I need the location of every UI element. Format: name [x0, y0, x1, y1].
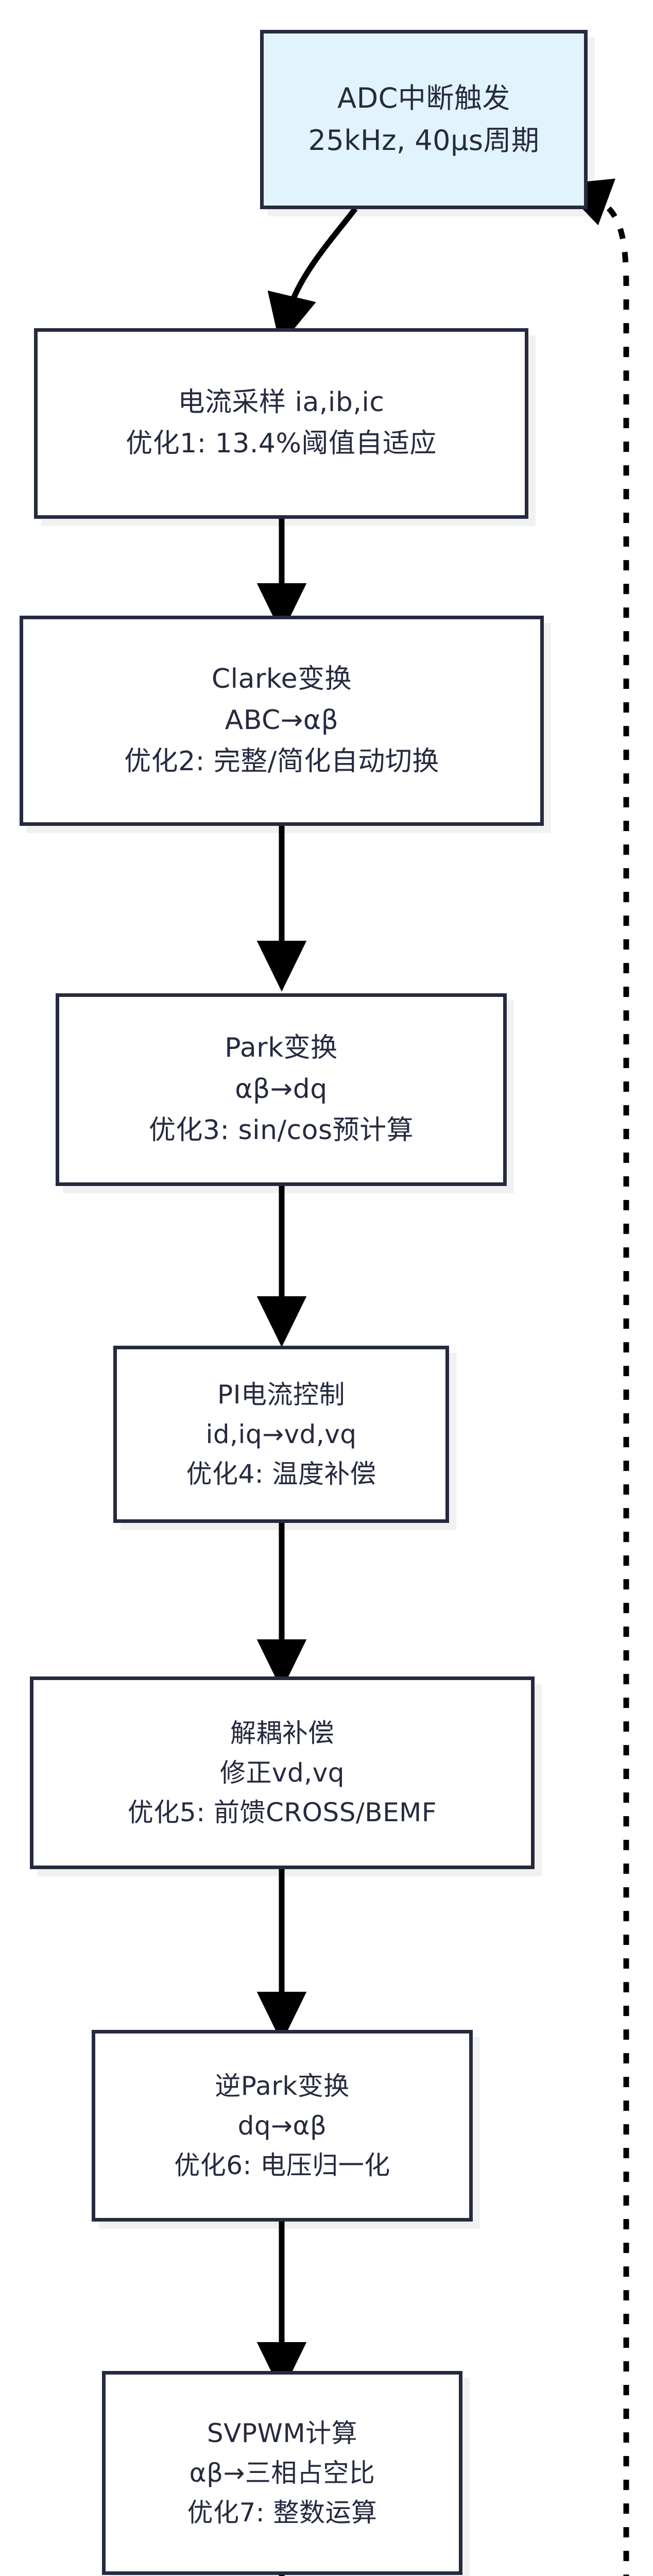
node-line: 逆Park变换 [215, 2071, 350, 2101]
node-svpwm-calculation[interactable]: SVPWM计算 αβ→三相占空比 优化7: 整数运算 [102, 2371, 462, 2575]
node-line: ABC→αβ [225, 705, 339, 736]
node-line: 优化6: 电压归一化 [174, 2150, 390, 2180]
edge-adc-to-sampling [267, 207, 358, 346]
node-line: 解耦补偿 [230, 1718, 334, 1748]
node-line: Park变换 [225, 1032, 338, 1064]
node-line: 电流采样 ia,ib,ic [178, 387, 385, 418]
node-line: 25kHz, 40μs周期 [308, 124, 540, 157]
node-line: αβ→三相占空比 [189, 2458, 375, 2488]
node-line: 优化3: sin/cos预计算 [148, 1114, 414, 1146]
node-line: id,iq→vd,vq [205, 1419, 357, 1449]
node-line: αβ→dq [235, 1074, 328, 1105]
node-decoupling-compensation[interactable]: 解耦补偿 修正vd,vq 优化5: 前馈CROSS/BEMF [30, 1676, 535, 1869]
node-line: 优化4: 温度补偿 [186, 1459, 376, 1489]
node-line: dq→αβ [237, 2110, 327, 2141]
node-line: 修正vd,vq [219, 1757, 345, 1788]
node-line: 优化2: 完整/简化自动切换 [124, 745, 439, 777]
node-line: ADC中断触发 [337, 81, 510, 114]
node-line: 优化5: 前馈CROSS/BEMF [127, 1797, 437, 1827]
node-adc-interrupt[interactable]: ADC中断触发 25kHz, 40μs周期 [260, 30, 588, 209]
node-line: SVPWM计算 [207, 2418, 358, 2448]
node-current-sampling[interactable]: 电流采样 ia,ib,ic 优化1: 13.4%阈值自适应 [34, 328, 528, 519]
node-park-transform[interactable]: Park变换 αβ→dq 优化3: sin/cos预计算 [56, 993, 507, 1186]
edge-wait-to-adc-feedback [559, 178, 629, 2576]
node-line: Clarke变换 [211, 664, 352, 695]
node-pi-current-control[interactable]: PI电流控制 id,iq→vd,vq 优化4: 温度补偿 [113, 1346, 449, 1523]
node-line: PI电流控制 [217, 1379, 345, 1410]
node-line: 优化7: 整数运算 [187, 2497, 377, 2528]
node-inverse-park-transform[interactable]: 逆Park变换 dq→αβ 优化6: 电压归一化 [92, 2030, 473, 2222]
node-line: 优化1: 13.4%阈值自适应 [126, 428, 437, 459]
node-clarke-transform[interactable]: Clarke变换 ABC→αβ 优化2: 完整/简化自动切换 [20, 616, 544, 826]
